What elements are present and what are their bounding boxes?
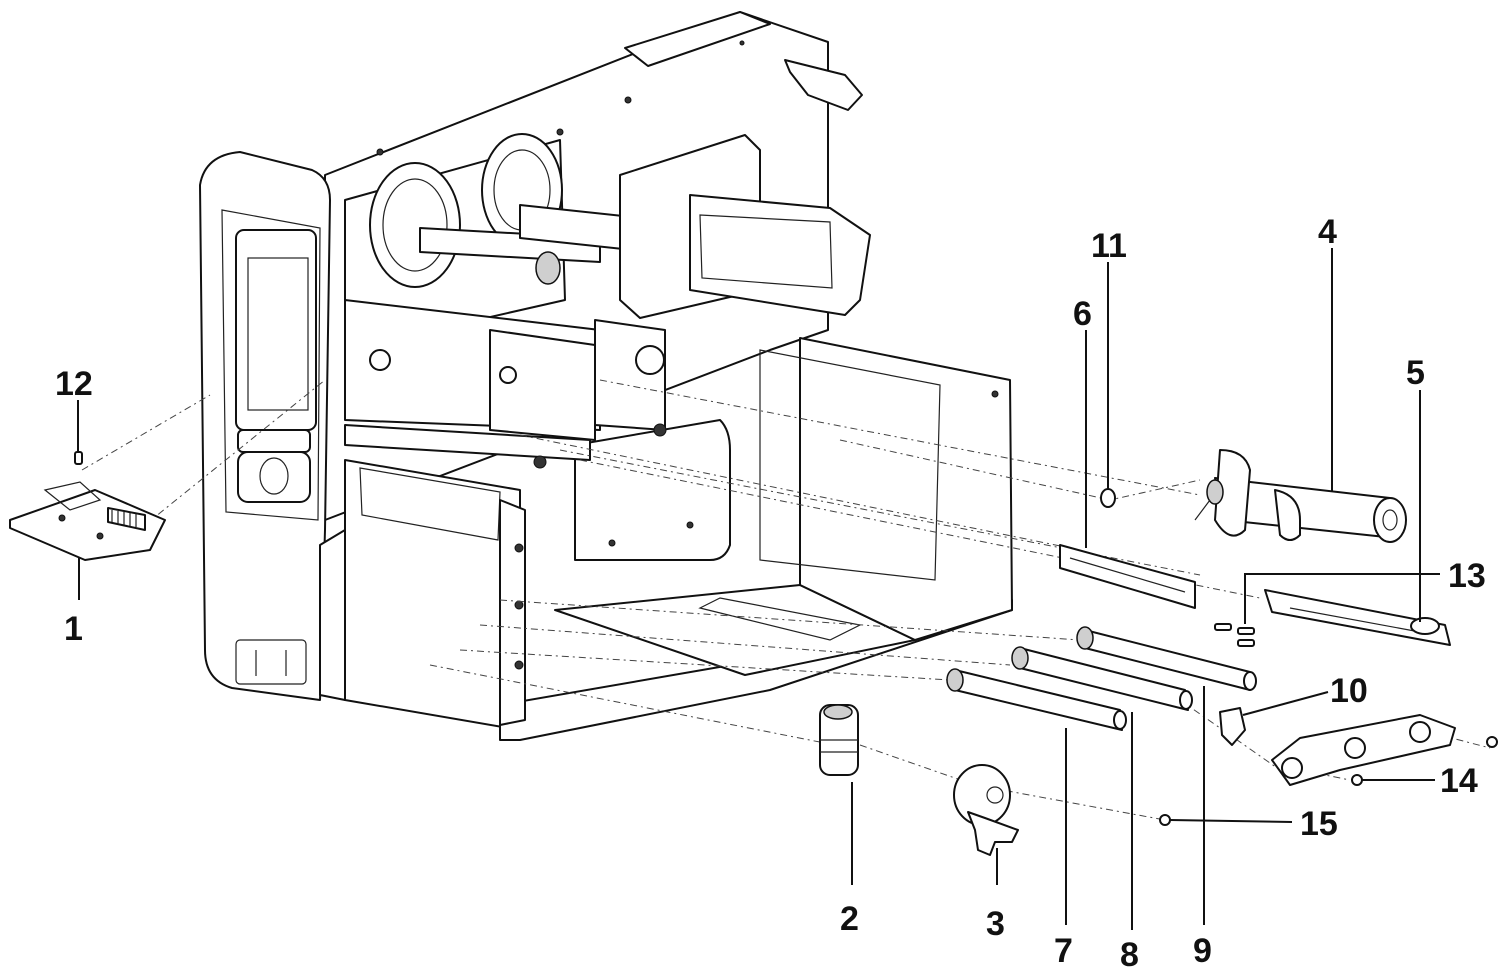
part-1-printhead — [9, 481, 166, 561]
leader-lines — [77, 248, 1440, 930]
callout-labels: 1 2 3 4 5 6 7 8 9 10 11 12 13 14 15 — [55, 213, 1486, 969]
callout-14: 14 — [1440, 762, 1478, 800]
callout-12: 12 — [55, 365, 93, 403]
callout-10: 10 — [1330, 672, 1368, 710]
part-5-tear-bar — [1264, 589, 1451, 646]
callout-4: 4 — [1318, 213, 1337, 251]
part-2-knob — [819, 704, 859, 776]
lcd-screen — [247, 257, 309, 411]
part-3-lever — [953, 764, 1019, 856]
part-10-sensor — [1219, 707, 1246, 746]
part-12-screw — [74, 451, 83, 465]
part-6-guide-bar — [1059, 544, 1196, 609]
part-8-roller — [1011, 646, 1193, 711]
side-bracket — [1271, 714, 1456, 786]
callout-11: 11 — [1091, 227, 1127, 265]
callout-5: 5 — [1406, 354, 1425, 392]
callout-13: 13 — [1448, 557, 1486, 595]
part-7-roller — [946, 668, 1127, 731]
callout-6: 6 — [1073, 295, 1092, 333]
callout-8: 8 — [1120, 936, 1139, 969]
keypad — [237, 429, 311, 503]
part-9-roller — [1076, 626, 1257, 691]
callout-2: 2 — [840, 900, 859, 938]
part-4-spindle — [1194, 449, 1407, 543]
internal-mechanism — [344, 133, 871, 469]
callout-7: 7 — [1054, 932, 1073, 969]
callout-1: 1 — [64, 610, 83, 648]
part-15-screw — [1159, 814, 1171, 826]
part-11-washer — [1100, 488, 1116, 508]
callout-9: 9 — [1193, 932, 1212, 969]
callout-15: 15 — [1300, 805, 1338, 843]
callout-3: 3 — [986, 905, 1005, 943]
part-13-screws — [1214, 623, 1255, 647]
